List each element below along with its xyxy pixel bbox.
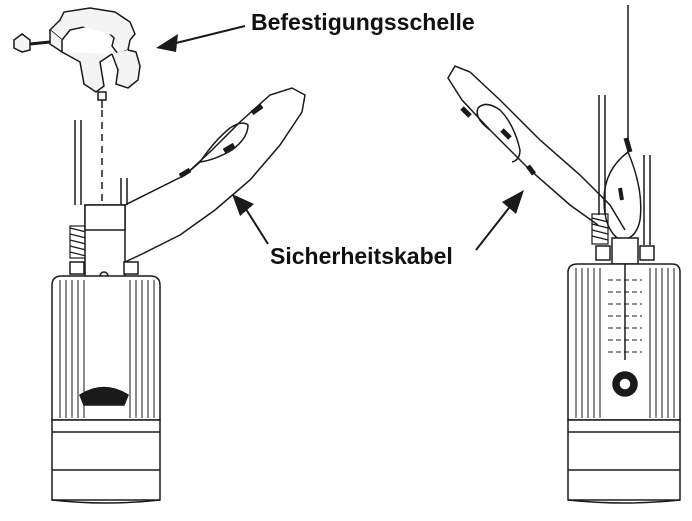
right-spring <box>591 213 609 245</box>
right-safety-arrow <box>475 190 524 251</box>
safety-cable-label: Sicherheitskabel <box>270 243 453 269</box>
left-connector-b <box>123 261 139 275</box>
right-fixture <box>447 5 681 504</box>
right-bracket-top <box>611 237 639 265</box>
right-safety-cable <box>447 65 626 231</box>
right-fixture-body <box>567 263 681 504</box>
left-safety-arrow <box>232 194 269 245</box>
right-connector-a <box>595 245 611 261</box>
clamp-arrow <box>156 25 246 52</box>
right-data-cable <box>643 155 651 245</box>
left-spring <box>69 225 87 259</box>
left-safety-cable <box>124 87 306 263</box>
left-fixture <box>13 7 306 504</box>
left-data-cable <box>120 178 128 205</box>
left-power-cable <box>74 120 82 205</box>
right-connector-b <box>639 245 655 261</box>
left-connector-a <box>69 261 85 275</box>
left-fixture-body <box>51 275 161 504</box>
clamp-icon <box>13 7 141 108</box>
clamp-label: Befestigungsschelle <box>251 9 475 35</box>
